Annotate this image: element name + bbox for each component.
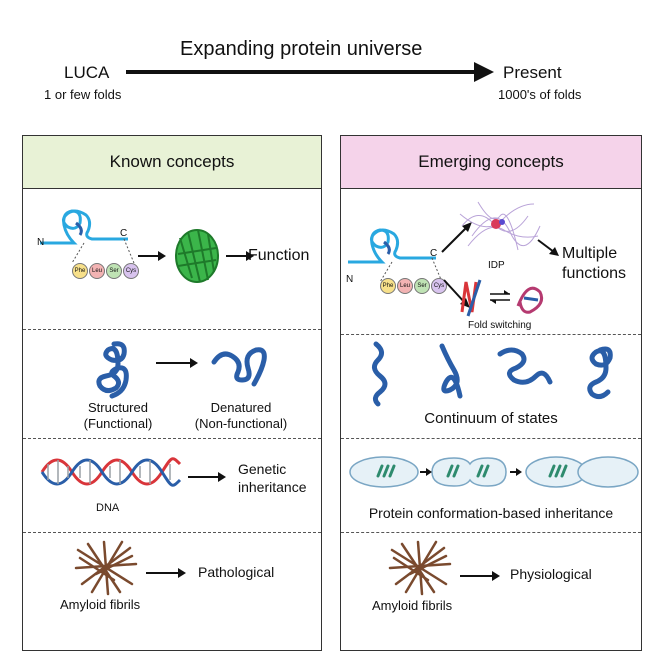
arrow-icon <box>138 251 166 261</box>
arrow-icon <box>226 251 254 261</box>
genetic-line1: Genetic <box>238 461 287 477</box>
known-concepts-header: Known concepts <box>23 136 321 189</box>
luca-label: LUCA <box>64 63 110 82</box>
c-terminus-label: C <box>120 228 128 239</box>
dna-label: DNA <box>96 502 120 514</box>
residue-leu: Leu <box>397 278 413 294</box>
c-terminus-label: C <box>430 248 438 259</box>
structured-protein-icon <box>96 341 129 399</box>
structured-label: Structured (Functional) <box>68 400 168 432</box>
amyloid-fibrils-label: Amyloid fibrils <box>60 597 141 612</box>
emerging-concepts-panel: Emerging concepts <box>340 135 642 651</box>
multiple-line1: Multiple <box>562 245 618 262</box>
luca-sub: 1 or few folds <box>44 87 122 102</box>
residue-cys: Cys <box>431 278 447 294</box>
residue-label: Phe <box>382 283 394 289</box>
universe-title: Expanding protein universe <box>180 38 423 60</box>
residue-label: Ser <box>417 283 427 289</box>
residue-cys: Cys <box>123 263 139 279</box>
arrow-icon <box>146 568 186 578</box>
divider <box>341 532 641 533</box>
structured-title: Structured <box>88 400 148 415</box>
genetic-line2: inheritance <box>238 479 307 495</box>
denatured-protein-icon <box>211 347 267 387</box>
arrow-icon <box>460 571 500 581</box>
residue-label: Phe <box>74 268 86 274</box>
protein-chain-icon <box>40 209 135 264</box>
physiological-label: Physiological <box>510 566 592 582</box>
protein-inheritance-label: Protein conformation-based inheritance <box>368 505 614 521</box>
divider <box>23 438 321 439</box>
arrow-icon <box>156 358 198 368</box>
residue-phe: Phe <box>380 278 396 294</box>
residue-row: Phe Leu Ser Cys <box>72 263 139 279</box>
divider <box>341 438 641 439</box>
divider <box>341 334 641 335</box>
cell-division-icon <box>349 456 639 488</box>
emerging-concepts-header: Emerging concepts <box>341 136 641 189</box>
residue-label: Ser <box>109 268 119 274</box>
amyloid-fibrils-label: Amyloid fibrils <box>372 598 453 613</box>
n-terminus-label: N <box>346 274 354 285</box>
fold-switch-icon <box>460 279 544 317</box>
residue-label: Leu <box>91 268 102 274</box>
dna-helix-icon <box>40 457 182 487</box>
structured-sub: (Functional) <box>83 416 153 431</box>
arrow-icon <box>537 239 559 256</box>
amyloid-fibrils-icon <box>74 540 138 596</box>
residue-ser: Ser <box>414 278 430 294</box>
divider <box>23 329 321 330</box>
fold-switching-label: Fold switching <box>468 320 532 331</box>
denatured-sub: (Non-functional) <box>194 416 288 431</box>
divider <box>23 532 321 533</box>
multiple-line2: functions <box>562 265 627 282</box>
pathological-label: Pathological <box>198 564 275 580</box>
idp-label: IDP <box>488 260 505 271</box>
residue-label: Cys <box>125 268 137 274</box>
gfp-barrel-icon <box>175 229 219 283</box>
function-label: Function <box>248 247 310 264</box>
residue-label: Leu <box>399 283 410 289</box>
residue-row: Phe Leu Ser Cys <box>380 278 447 294</box>
residue-phe: Phe <box>72 263 88 279</box>
amyloid-fibrils-icon <box>388 540 452 596</box>
arrow-icon <box>188 472 226 482</box>
present-sub: 1000's of folds <box>498 87 582 102</box>
denatured-label: Denatured (Non-functional) <box>186 400 296 432</box>
idp-ensemble-icon <box>459 201 541 251</box>
denatured-title: Denatured <box>210 400 272 415</box>
residue-leu: Leu <box>89 263 105 279</box>
residue-label: Cys <box>433 283 445 289</box>
continuum-states-icon <box>372 341 613 407</box>
continuum-label: Continuum of states <box>424 410 558 427</box>
residue-ser: Ser <box>106 263 122 279</box>
genetic-inheritance-label: Genetic inheritance <box>238 460 307 496</box>
present-label: Present <box>503 63 562 82</box>
multiple-functions-label: Multiple functions <box>562 244 626 284</box>
known-concepts-panel: Known concepts <box>22 135 322 651</box>
n-terminus-label: N <box>37 237 45 248</box>
timeline-arrow <box>126 62 494 82</box>
